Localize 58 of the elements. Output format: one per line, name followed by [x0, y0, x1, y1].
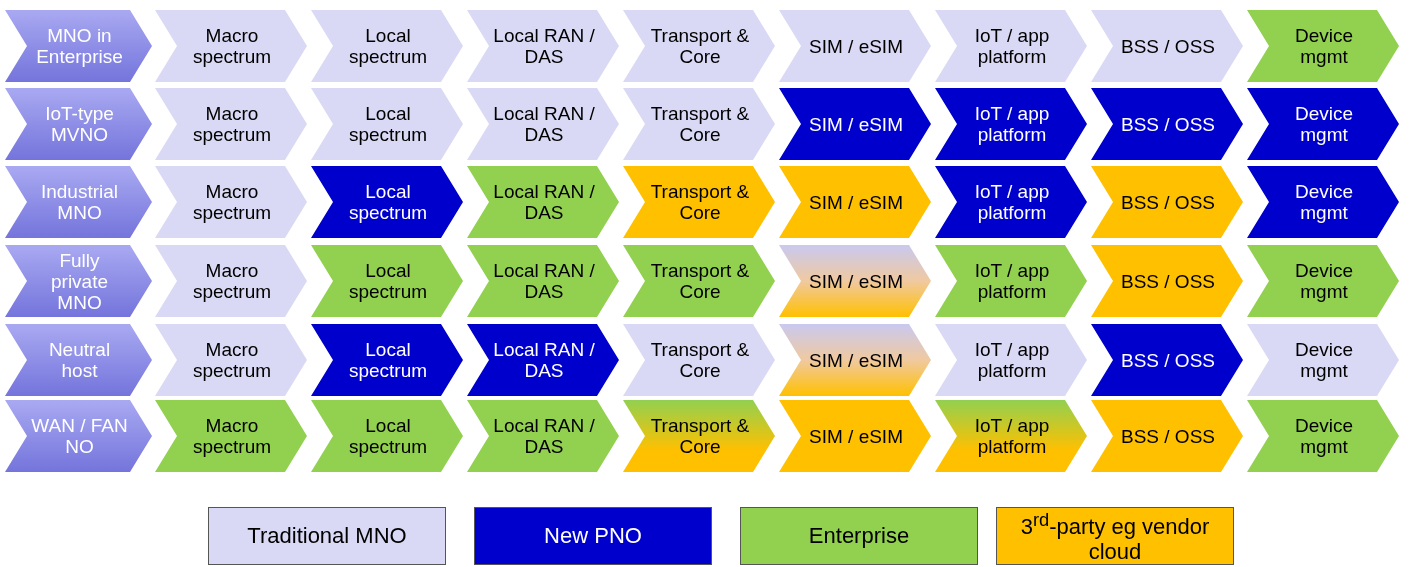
value-chain-stage: Local RAN / DAS	[467, 400, 619, 472]
row-heading-tab: Industrial MNO	[5, 166, 152, 238]
legend-key: 3$^{rd}$-party eg vendor cloud	[996, 507, 1234, 565]
value-chain-stage: BSS / OSS	[1091, 400, 1243, 472]
value-chain-stage: Local spectrum	[311, 245, 463, 317]
value-chain-stage: BSS / OSS	[1091, 10, 1243, 82]
value-chain-stage: Device mgmt	[1247, 245, 1399, 317]
value-chain-stage: Macro spectrum	[155, 400, 307, 472]
value-chain-stage: Local spectrum	[311, 400, 463, 472]
value-chain-stage: BSS / OSS	[1091, 245, 1243, 317]
row-heading-tab: Neutral host	[5, 324, 152, 396]
value-chain-stage: Device mgmt	[1247, 88, 1399, 160]
value-chain-stage: Local spectrum	[311, 166, 463, 238]
value-chain-stage: Device mgmt	[1247, 166, 1399, 238]
value-chain-stage: Local RAN / DAS	[467, 88, 619, 160]
value-chain-stage: Local RAN / DAS	[467, 10, 619, 82]
value-chain-stage: Macro spectrum	[155, 88, 307, 160]
value-chain-stage: Transport & Core	[623, 166, 775, 238]
value-chain-stage: IoT / app platform	[935, 245, 1087, 317]
row-heading-tab: Fully private MNO	[5, 245, 152, 317]
value-chain-stage: IoT / app platform	[935, 88, 1087, 160]
value-chain-stage: Macro spectrum	[155, 166, 307, 238]
value-chain-stage: Device mgmt	[1247, 324, 1399, 396]
value-chain-stage: Local RAN / DAS	[467, 245, 619, 317]
value-chain-stage: Transport & Core	[623, 245, 775, 317]
value-chain-stage: Transport & Core	[623, 88, 775, 160]
value-chain-stage: SIM / eSIM	[779, 88, 931, 160]
value-chain-stage: Macro spectrum	[155, 245, 307, 317]
value-chain-stage: IoT / app platform	[935, 400, 1087, 472]
value-chain-stage: SIM / eSIM	[779, 400, 931, 472]
value-chain-stage: SIM / eSIM	[779, 245, 931, 317]
value-chain-stage: IoT / app platform	[935, 166, 1087, 238]
value-chain-stage: Local RAN / DAS	[467, 324, 619, 396]
value-chain-stage: Local RAN / DAS	[467, 166, 619, 238]
legend-key: New PNO	[474, 507, 712, 565]
legend-key: Enterprise	[740, 507, 978, 565]
value-chain-stage: Device mgmt	[1247, 400, 1399, 472]
legend-key: Traditional MNO	[208, 507, 446, 565]
value-chain-stage: Local spectrum	[311, 88, 463, 160]
value-chain-stage: BSS / OSS	[1091, 88, 1243, 160]
value-chain-stage: SIM / eSIM	[779, 166, 931, 238]
value-chain-stage: Local spectrum	[311, 10, 463, 82]
value-chain-stage: SIM / eSIM	[779, 324, 931, 396]
value-chain-stage: IoT / app platform	[935, 324, 1087, 396]
row-heading-tab: WAN / FAN NO	[5, 400, 152, 472]
value-chain-stage: Device mgmt	[1247, 10, 1399, 82]
value-chain-stage: Macro spectrum	[155, 10, 307, 82]
value-chain-stage: SIM / eSIM	[779, 10, 931, 82]
value-chain-stage: Local spectrum	[311, 324, 463, 396]
value-chain-stage: IoT / app platform	[935, 10, 1087, 82]
value-chain-stage: Transport & Core	[623, 10, 775, 82]
value-chain-stage: Macro spectrum	[155, 324, 307, 396]
value-chain-stage: BSS / OSS	[1091, 324, 1243, 396]
value-chain-stage: Transport & Core	[623, 400, 775, 472]
row-heading-tab: IoT-type MVNO	[5, 88, 152, 160]
row-heading-tab: MNO in Enterprise	[5, 10, 152, 82]
value-chain-stage: BSS / OSS	[1091, 166, 1243, 238]
value-chain-stage: Transport & Core	[623, 324, 775, 396]
